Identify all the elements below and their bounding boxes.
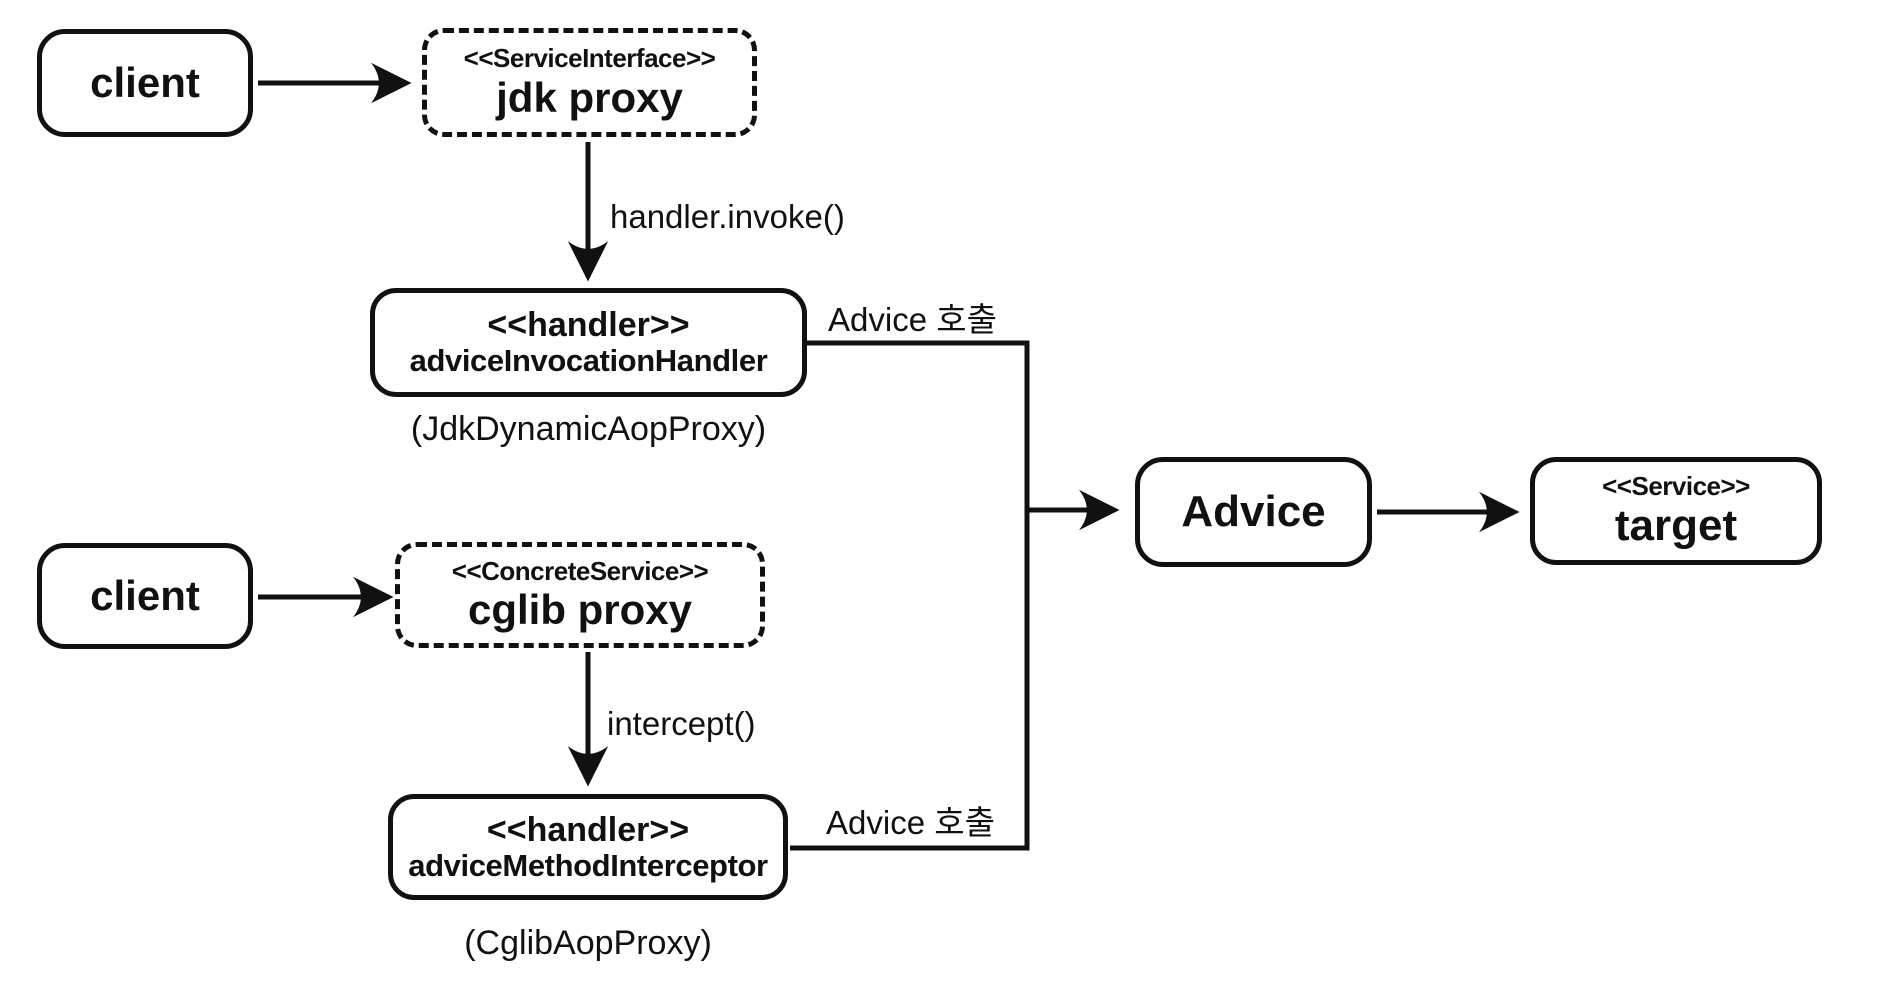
node-cglib-proxy-label: cglib proxy [467, 586, 693, 634]
caption-jdk-dynamic-aop-proxy: (JdkDynamicAopProxy) [410, 410, 767, 448]
edge-label-intercept: intercept() [607, 705, 756, 742]
node-advice-label: Advice [1181, 487, 1326, 537]
node-advice-method-interceptor-label: adviceMethodInterceptor [408, 847, 768, 883]
edge-label-advice-call-top: Advice 호출 [828, 301, 997, 338]
node-target-label: target [1614, 500, 1738, 550]
node-advice: Advice [1135, 457, 1372, 567]
node-client-cglib: client [37, 543, 253, 649]
elbow-advice-call-lines [790, 340, 1030, 851]
node-target: <<Service>> target [1530, 457, 1822, 565]
edge-label-advice-call-bottom: Advice 호출 [826, 804, 995, 841]
node-cglib-proxy: <<ConcreteService>> cglib proxy [395, 542, 765, 648]
node-client-jdk-label: client [90, 59, 200, 107]
node-client-cglib-label: client [90, 572, 200, 620]
node-jdk-proxy: <<ServiceInterface>> jdk proxy [422, 28, 757, 137]
node-jdk-proxy-stereotype: <<ServiceInterface>> [463, 43, 716, 74]
node-client-jdk: client [37, 29, 253, 137]
caption-cglib-aop-proxy: (CglibAopProxy) [464, 924, 712, 962]
node-cglib-proxy-stereotype: <<ConcreteService>> [451, 555, 709, 586]
node-jdk-proxy-label: jdk proxy [496, 73, 683, 121]
node-advice-invocation-handler-stereotype: <<handler>> [487, 306, 690, 345]
node-advice-method-interceptor: <<handler>> adviceMethodInterceptor [388, 794, 788, 900]
edge-label-handler-invoke: handler.invoke() [610, 198, 845, 235]
node-advice-invocation-handler: <<handler>> adviceInvocationHandler [370, 288, 807, 397]
node-advice-method-interceptor-stereotype: <<handler>> [486, 810, 690, 849]
node-target-stereotype: <<Service>> [1602, 470, 1750, 501]
node-advice-invocation-handler-label: adviceInvocationHandler [409, 343, 768, 379]
